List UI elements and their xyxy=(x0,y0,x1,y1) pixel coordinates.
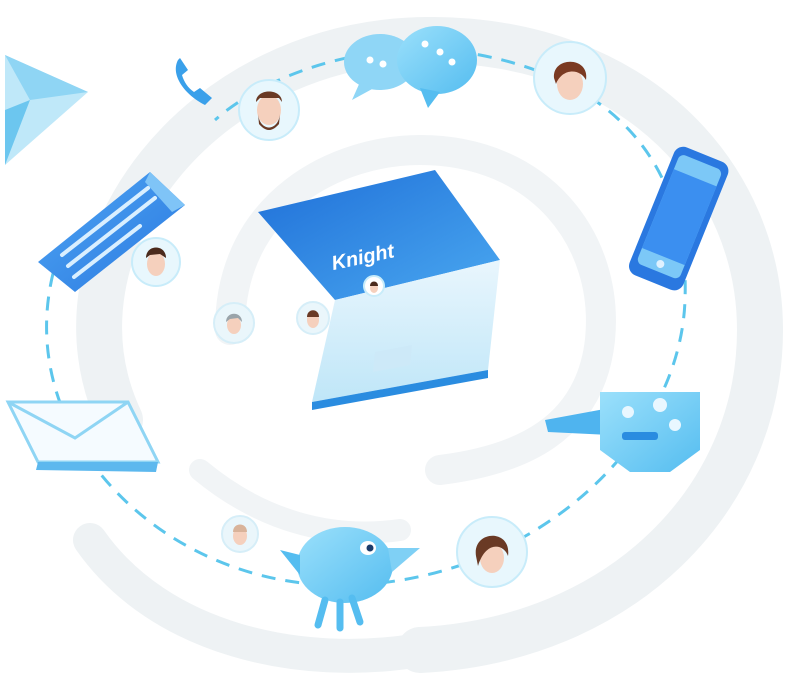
avatar xyxy=(131,237,181,287)
phone-handset-icon xyxy=(175,58,212,105)
avatar xyxy=(221,515,259,553)
avatar xyxy=(456,516,528,588)
avatar xyxy=(296,301,330,335)
avatar xyxy=(213,302,255,344)
laptop-icon: Knight xyxy=(258,170,500,410)
smartphone-icon xyxy=(628,146,729,291)
avatar xyxy=(238,79,300,141)
avatar xyxy=(363,275,385,297)
mascot-fish-icon xyxy=(280,527,420,632)
gamepad-icon xyxy=(545,392,700,472)
message-card-icon xyxy=(38,172,185,292)
paper-plane-icon xyxy=(5,55,88,165)
chat-bubbles-icon xyxy=(344,26,477,108)
logo-mark: K xyxy=(330,250,350,275)
avatar xyxy=(533,41,607,115)
envelope-icon xyxy=(5,400,161,472)
